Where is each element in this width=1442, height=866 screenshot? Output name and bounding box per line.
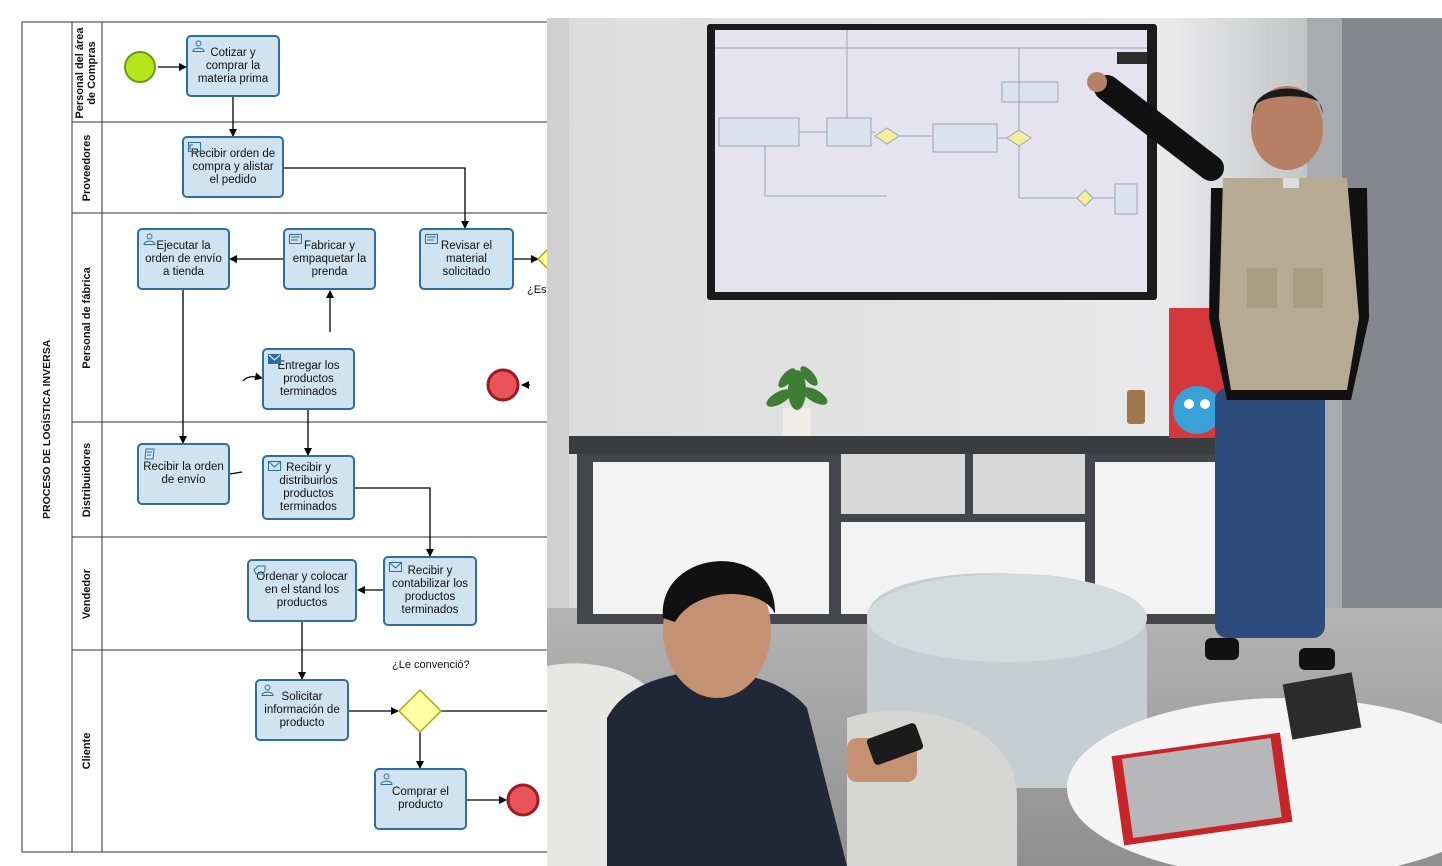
lane-label-compras-line1: Personal del área xyxy=(74,27,86,119)
user-icon xyxy=(380,773,393,785)
task-cotizar-label: Cotizar y comprar la materia prima xyxy=(197,46,269,85)
task-entregar-label: Entregar los productos terminados xyxy=(277,359,340,398)
task-recibir-distribuir[interactable]: Recibir y distribuirlos productos termin… xyxy=(262,455,355,520)
service-icon xyxy=(289,234,302,244)
lane-label-cliente: Cliente xyxy=(81,732,93,770)
receive-icon xyxy=(268,461,281,471)
flow-distribuir-to-contabilizar xyxy=(355,487,434,557)
task-recibir-contabilizar-label: Recibir y contabilizar los productos ter… xyxy=(391,565,469,616)
service-icon xyxy=(425,234,438,244)
end-event-fabrica xyxy=(486,368,520,402)
task-entregar[interactable]: Entregar los productos terminados xyxy=(262,348,355,410)
task-recibir-orden-compra-label: Recibir orden de compra y alistar el ped… xyxy=(190,147,276,186)
end-event-cliente xyxy=(506,783,540,817)
lane-label-vendedor: Vendedor xyxy=(81,568,93,620)
script-icon xyxy=(144,448,155,460)
gateway-convencio xyxy=(397,688,443,734)
task-comprar[interactable]: Comprar el producto xyxy=(374,768,467,830)
task-cotizar[interactable]: Cotizar y comprar la materia prima xyxy=(186,35,280,97)
task-recibir-orden-envio[interactable]: Recibir la orden de envío xyxy=(137,443,230,505)
task-solicitar-info[interactable]: Solicitar información de producto xyxy=(255,679,349,741)
task-fabricar[interactable]: Fabricar y empaquetar la prenda xyxy=(283,228,376,290)
task-recibir-orden-compra[interactable]: Recibir orden de compra y alistar el ped… xyxy=(182,136,284,198)
task-ordenar-colocar-label: Ordenar y colocar en el stand los produc… xyxy=(256,571,348,609)
lane-label-compras: Personal del área de Compras xyxy=(74,23,100,123)
manual-icon xyxy=(253,565,266,575)
sequence-flows xyxy=(124,51,549,817)
task-revisar-material[interactable]: Revisar el material solicitado xyxy=(419,228,514,290)
task-ordenar-colocar[interactable]: Ordenar y colocar en el stand los produc… xyxy=(247,559,357,622)
flow-recibir-envio-line xyxy=(229,471,243,475)
gateway-convencio-label: ¿Le convenció? xyxy=(392,659,470,671)
flow-recibir-orden-to-revisar xyxy=(284,167,469,229)
task-solicitar-info-label: Solicitar información de producto xyxy=(264,690,340,729)
lane-label-proveedores: Proveedores xyxy=(81,134,93,202)
task-revisar-material-label: Revisar el material solicitado xyxy=(440,239,493,278)
receive-icon xyxy=(389,562,402,572)
pool-title: PROCESO DE LOGÍSTICA INVERSA xyxy=(41,339,53,519)
lane-label-fabrica: Personal de fábrica xyxy=(81,267,93,369)
seated-person-figure xyxy=(547,561,1017,866)
user-icon xyxy=(192,40,205,52)
gateway-estado-label: ¿Est xyxy=(527,284,550,296)
task-ejecutar-orden[interactable]: Ejecutar la orden de envío a tienda xyxy=(137,228,230,290)
tv-cabinet xyxy=(569,436,1259,454)
receive-icon xyxy=(188,142,201,152)
task-ejecutar-orden-label: Ejecutar la orden de envío a tienda xyxy=(145,239,222,278)
task-comprar-label: Comprar el producto xyxy=(392,786,449,811)
user-icon xyxy=(261,684,274,696)
lane-label-distribuidores: Distribuidores xyxy=(81,442,93,518)
photo-illustration xyxy=(547,18,1442,866)
user-icon xyxy=(143,233,156,245)
presentation-photo xyxy=(547,18,1442,866)
task-recibir-contabilizar[interactable]: Recibir y contabilizar los productos ter… xyxy=(383,556,477,626)
task-fabricar-label: Fabricar y empaquetar la prenda xyxy=(292,239,367,278)
task-recibir-orden-envio-label: Recibir la orden de envío xyxy=(143,461,224,486)
start-event xyxy=(124,51,156,83)
send-icon xyxy=(268,354,281,364)
lane-label-compras-line2: de Compras xyxy=(86,41,98,105)
flow-loop-to-entregar xyxy=(242,372,263,382)
presenter-figure xyxy=(1087,72,1369,670)
task-recibir-distribuir-label: Recibir y distribuirlos productos termin… xyxy=(279,461,338,513)
